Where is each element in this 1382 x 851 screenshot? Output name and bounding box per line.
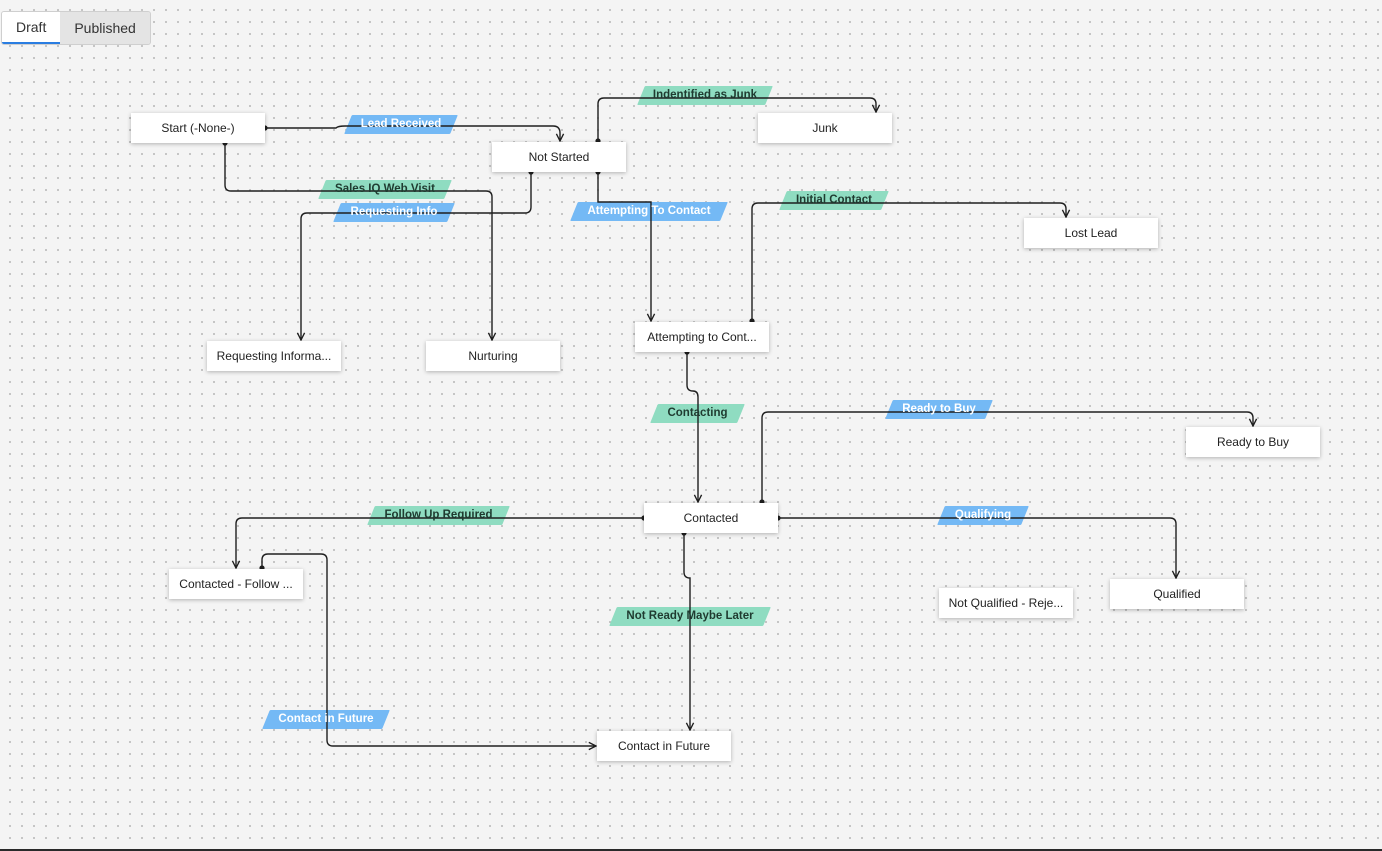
connector-initial-contact: [751, 202, 1066, 321]
state-not-started[interactable]: Not Started: [492, 142, 626, 172]
transition-sales-iq-web-visit[interactable]: Sales IQ Web Visit: [322, 180, 448, 199]
connector-follow-up-required: [236, 517, 644, 568]
state-contacted[interactable]: Contacted: [644, 503, 778, 533]
draft-tab[interactable]: Draft: [2, 12, 61, 44]
transition-attempting-to-contact[interactable]: Attempting To Contact: [574, 202, 724, 221]
state-lost-lead[interactable]: Lost Lead: [1024, 218, 1158, 248]
state-ready-to-buy[interactable]: Ready to Buy: [1186, 427, 1320, 457]
state-nurturing[interactable]: Nurturing: [426, 341, 560, 371]
state-junk[interactable]: Junk: [758, 113, 892, 143]
connector-not-ready-maybe-later: [683, 533, 690, 730]
transition-identified-as-junk[interactable]: Indentified as Junk: [641, 86, 769, 105]
transition-label: Indentified as Junk: [652, 89, 758, 101]
transition-label: Sales IQ Web Visit: [335, 183, 435, 195]
transition-label: Initial Contact: [795, 194, 873, 206]
state-qualified[interactable]: Qualified: [1110, 579, 1244, 609]
transition-label: Follow Up Required: [384, 509, 493, 521]
transition-initial-contact[interactable]: Initial Contact: [783, 191, 885, 210]
connector-attempting-to-contact: [597, 172, 651, 321]
transition-contact-in-future[interactable]: Contact in Future: [266, 710, 386, 729]
transition-requesting-info[interactable]: Requesting Info: [337, 203, 451, 222]
transition-ready-to-buy[interactable]: Ready to Buy: [889, 400, 989, 419]
transition-label: Ready to Buy: [902, 403, 976, 415]
bottom-border: [0, 849, 1382, 851]
published-tab[interactable]: Published: [60, 12, 150, 44]
transition-label: Requesting Info: [350, 206, 438, 218]
state-not-qualified[interactable]: Not Qualified - Reje...: [939, 588, 1073, 618]
transition-qualifying[interactable]: Qualifying: [941, 506, 1025, 525]
draft-published-toggle: Draft Published: [1, 11, 151, 45]
state-requesting-information[interactable]: Requesting Informa...: [207, 341, 341, 371]
connector-qualifying: [778, 517, 1176, 578]
transition-label: Contacting: [667, 407, 728, 419]
state-contacted-follow[interactable]: Contacted - Follow ...: [169, 569, 303, 599]
transition-label: Lead Received: [360, 118, 442, 130]
transition-label: Attempting To Contact: [587, 205, 711, 217]
connector-sales-iq-web-visit: [224, 143, 492, 340]
state-contact-in-future[interactable]: Contact in Future: [597, 731, 731, 761]
transition-label: Not Ready Maybe Later: [626, 610, 754, 622]
state-attempting-to-contact[interactable]: Attempting to Cont...: [635, 322, 769, 352]
transition-not-ready-maybe-later[interactable]: Not Ready Maybe Later: [613, 607, 767, 626]
connector-contacting: [686, 352, 698, 502]
transition-follow-up-required[interactable]: Follow Up Required: [371, 506, 506, 525]
connector-contact-in-future: [261, 553, 596, 746]
transition-contacting[interactable]: Contacting: [654, 404, 741, 423]
state-start[interactable]: Start (-None-): [131, 113, 265, 143]
transition-lead-received[interactable]: Lead Received: [348, 115, 454, 134]
connector-ready-to-buy: [761, 411, 1253, 502]
transition-label: Contact in Future: [278, 713, 374, 725]
transition-label: Qualifying: [954, 509, 1012, 521]
